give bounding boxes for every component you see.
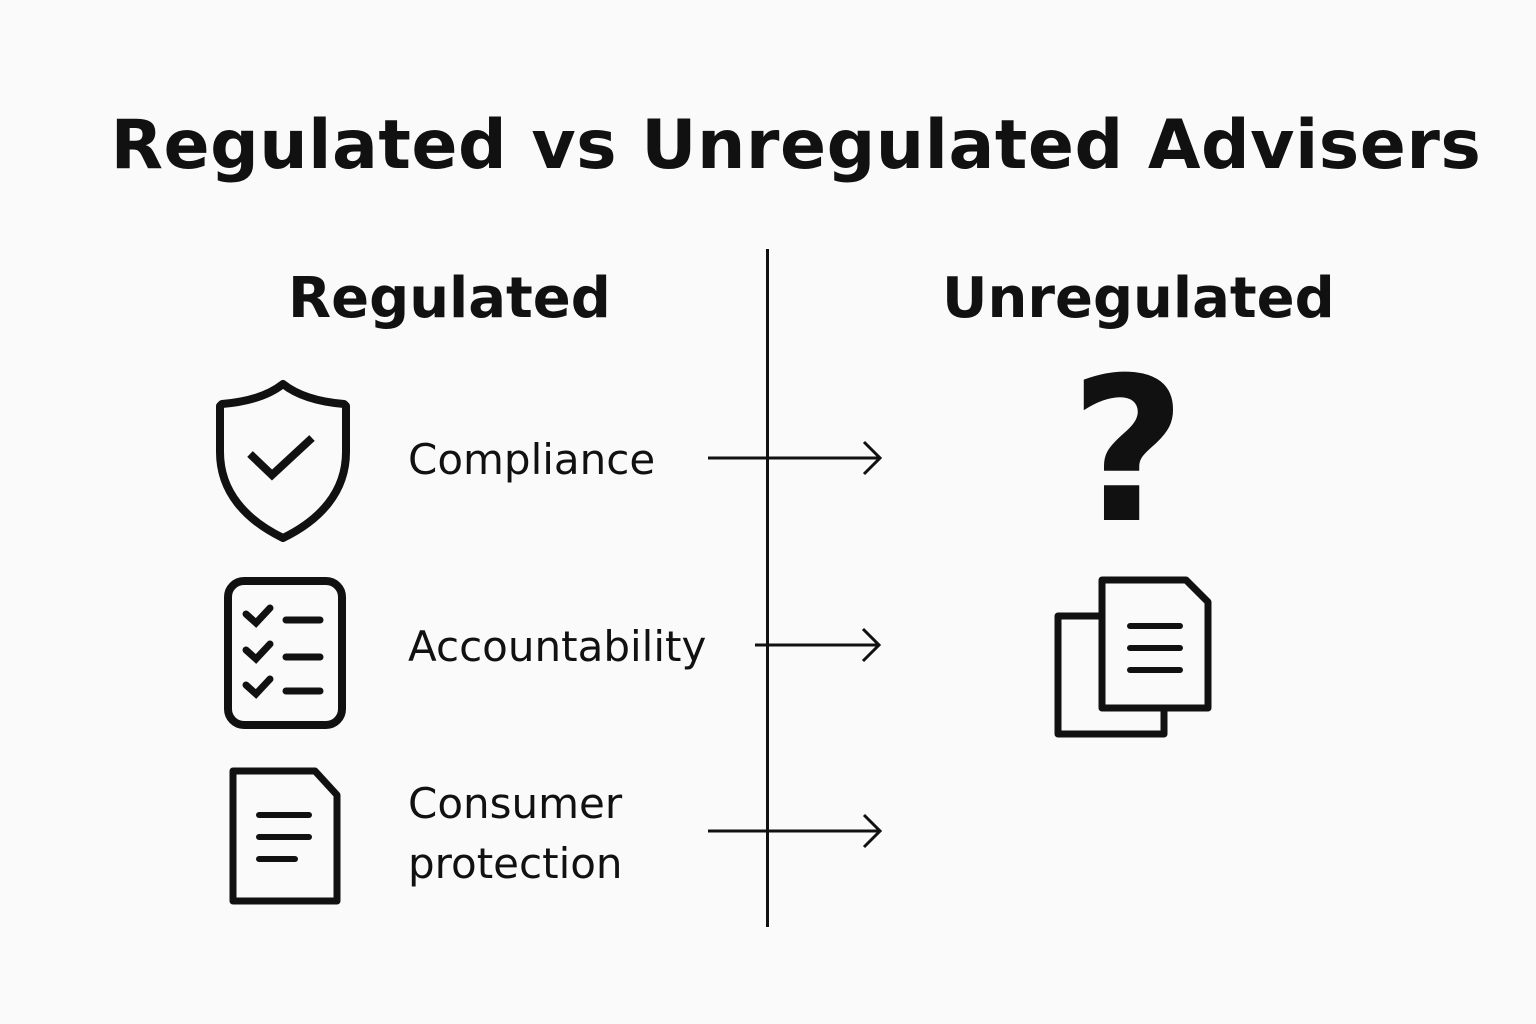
compliance-label: Compliance [408,435,656,484]
question-mark-icon: ? [1070,335,1187,568]
arrow-accountability [755,627,882,663]
shield-check-icon [216,380,350,542]
unregulated-heading: Unregulated [942,266,1335,331]
document-icon [229,767,341,905]
accountability-label: Accountability [408,622,707,671]
column-divider [766,249,769,927]
consumer-protection-line1: Consumer [408,779,623,828]
checklist-icon [224,577,346,729]
consumer-protection-label: Consumer protection [408,774,623,894]
regulated-heading: Regulated [288,266,611,331]
consumer-protection-line2: protection [408,839,623,888]
arrow-consumer-protection [708,813,883,849]
arrow-compliance [708,440,883,476]
diagram-title: Regulated vs Unregulated Advisers [110,106,1482,185]
copy-documents-icon [1054,576,1212,738]
